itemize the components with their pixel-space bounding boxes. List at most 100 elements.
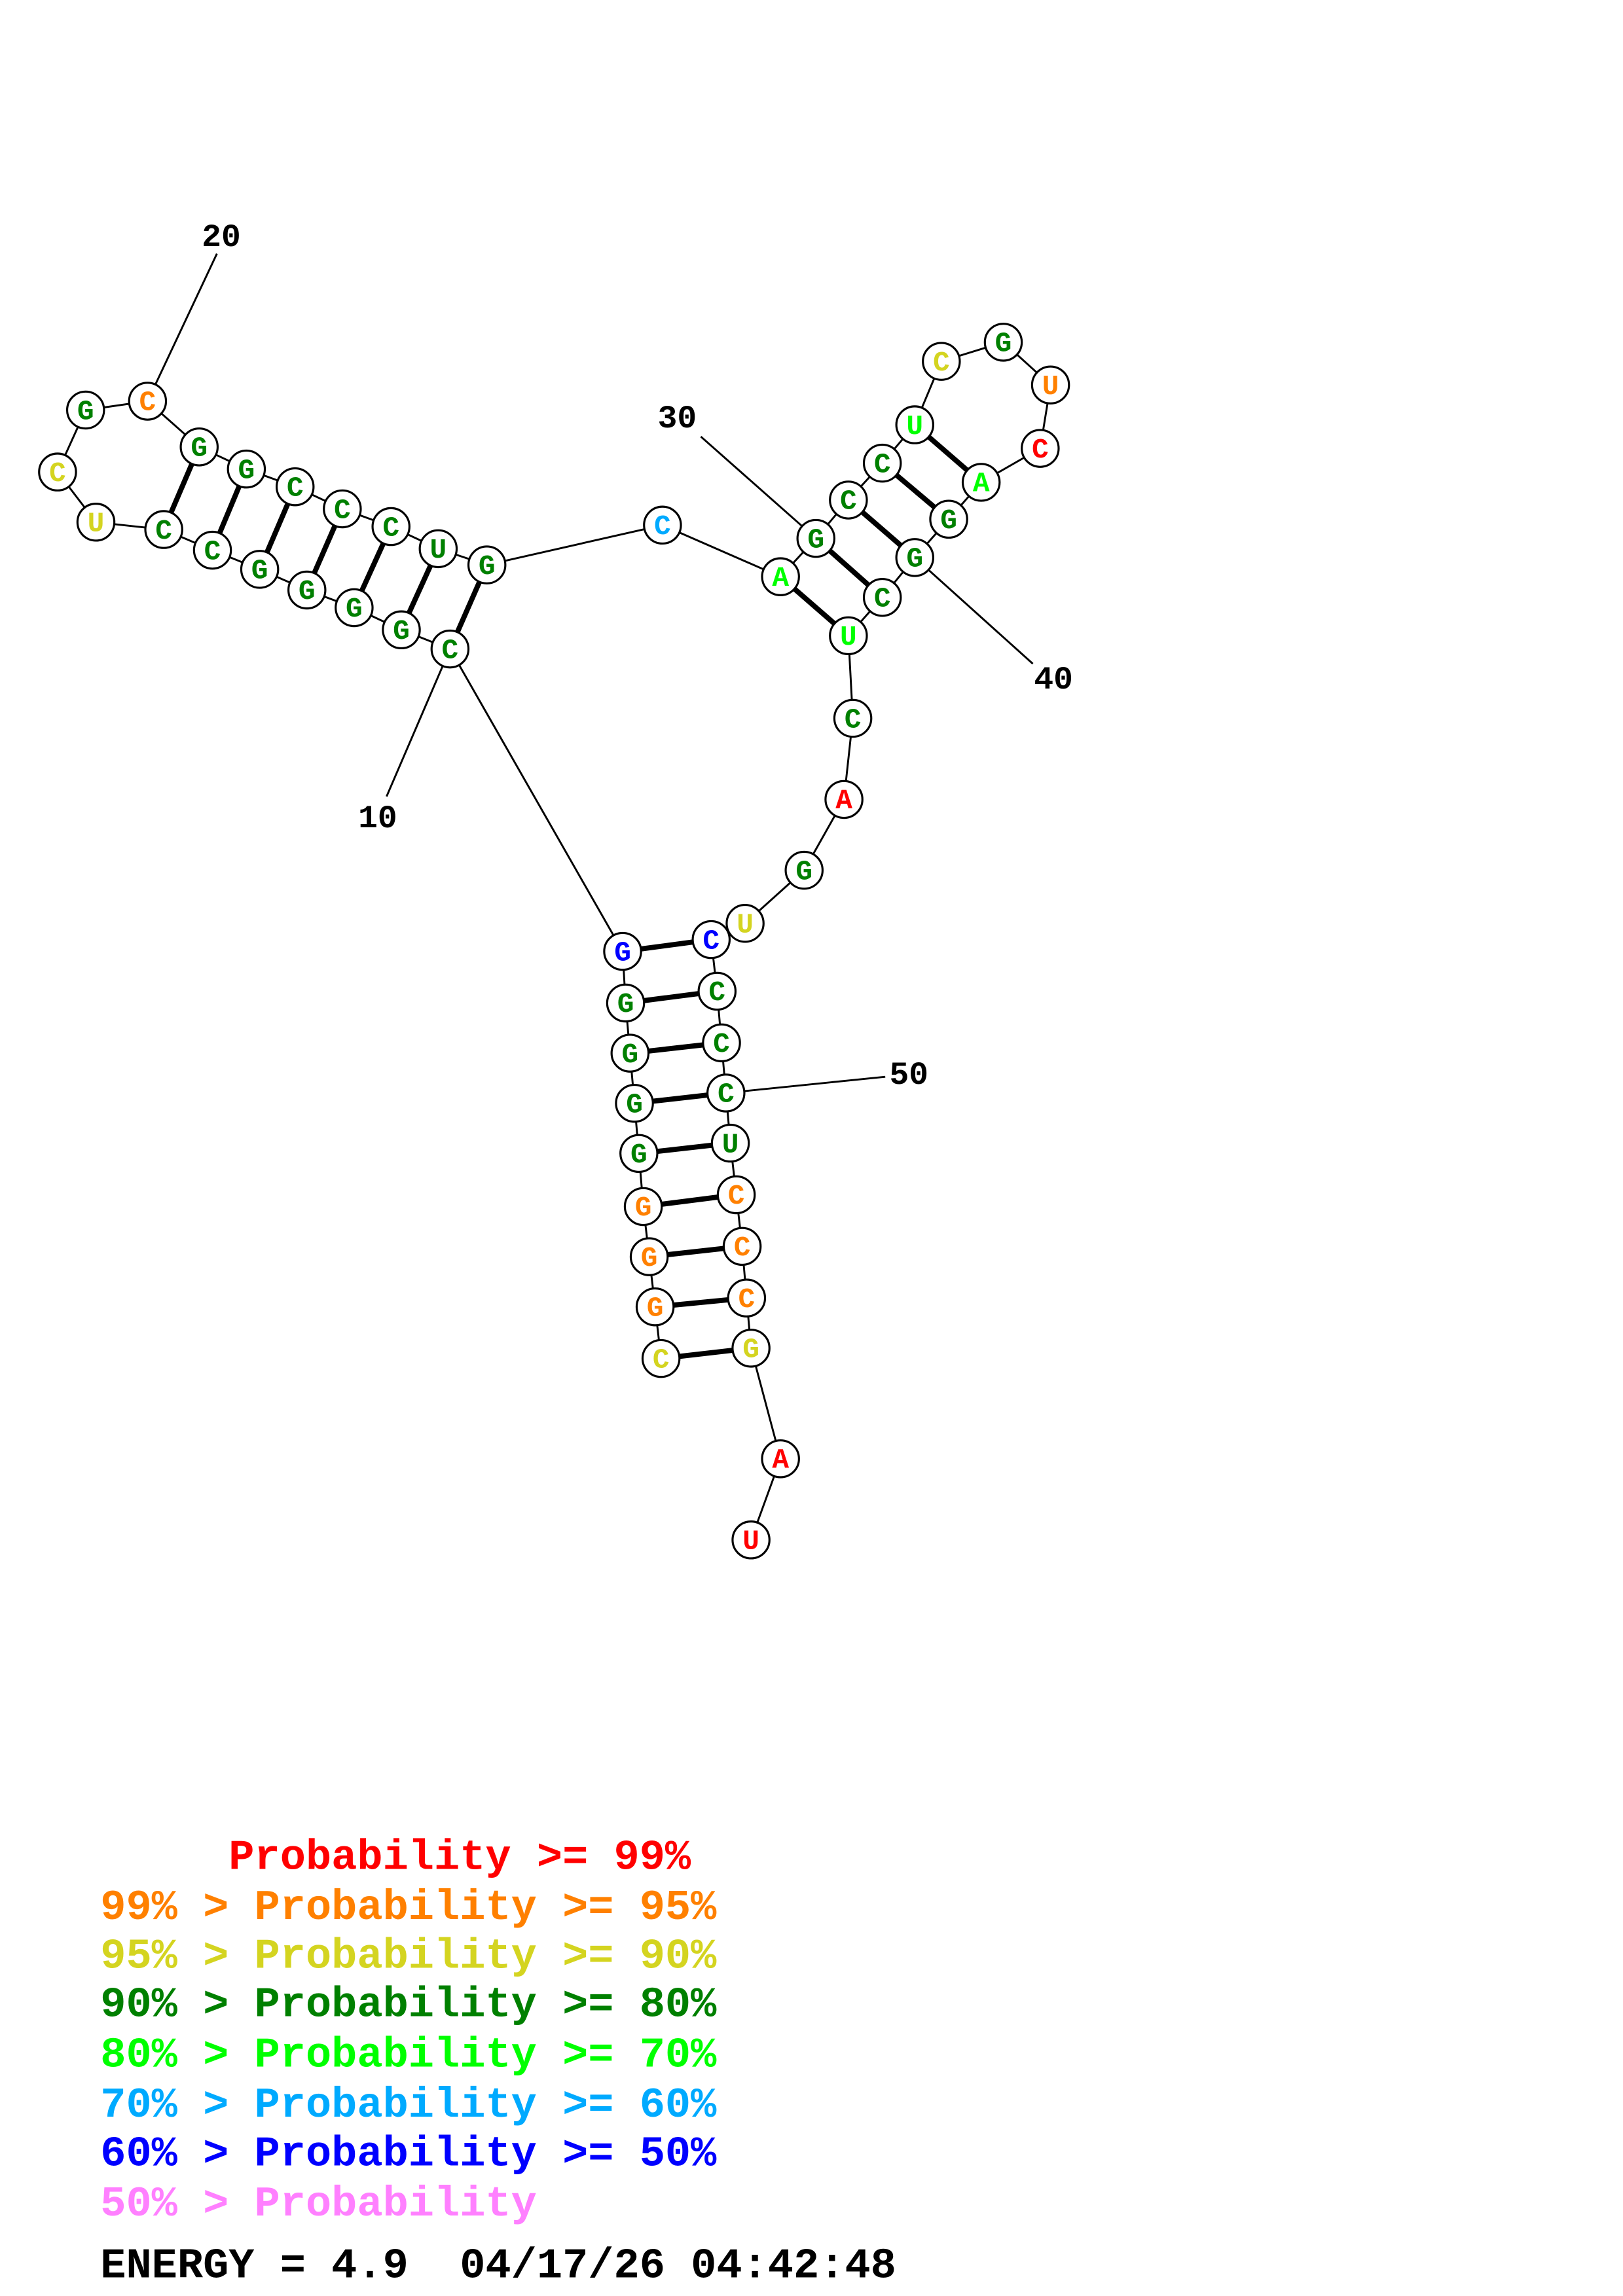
nucleotide-letter: U [722, 1128, 739, 1160]
nucleotide-circle [240, 550, 280, 589]
nucleotide-circle [761, 1439, 800, 1479]
nucleotide-circle [635, 1287, 675, 1327]
nucleotide: G [240, 550, 280, 589]
nucleotide: C [643, 505, 682, 545]
nucleotide-letter: G [647, 1292, 664, 1324]
nucleotide-letter: G [251, 555, 268, 587]
nucleotide-letter: U [906, 410, 923, 442]
nucleotide: C [38, 452, 77, 492]
nucleotide-circle [895, 405, 935, 444]
nucleotide-letter: A [973, 468, 990, 500]
nucleotide-circle [961, 463, 1001, 502]
nucleotide-letter: C [718, 1079, 735, 1111]
nucleotide-circle [128, 382, 168, 421]
nucleotide-circle [287, 570, 327, 610]
backbone-segment [486, 524, 663, 566]
nucleotide: G [731, 1329, 771, 1368]
nucleotide-letter: C [1032, 434, 1049, 466]
nucleotide: G [983, 323, 1023, 362]
nucleotide-circle [623, 1187, 663, 1227]
nucleotide: G [895, 538, 935, 577]
nucleotide-circle [706, 1073, 746, 1113]
nucleotide: U [895, 405, 935, 444]
nucleotide: C [727, 1278, 767, 1318]
position-tick-line [725, 1075, 886, 1094]
nucleotide: G [610, 1033, 650, 1073]
nucleotide-circle [824, 780, 864, 819]
nucleotide-letter: G [626, 1088, 643, 1121]
legend-line-0: Probability >= 99% [100, 1833, 691, 1882]
nucleotide: C [192, 530, 232, 570]
legend-line-4: 80% > Probability >= 70% [100, 2031, 717, 2079]
nucleotide-letter: C [334, 494, 351, 526]
nucleotide-circle [606, 983, 646, 1023]
legend-line-1: 99% > Probability >= 95% [100, 1884, 717, 1932]
nucleotide: U [76, 503, 116, 542]
nucleotide: C [702, 1023, 741, 1063]
nucleotide-circle [731, 1520, 771, 1560]
nucleotide: C [371, 507, 410, 547]
nucleotide-circle [929, 499, 968, 539]
backbone [56, 341, 1052, 1541]
nucleotide-letter: G [940, 505, 957, 537]
nucleotide-circle [192, 530, 232, 570]
nucleotide: G [179, 427, 219, 467]
nucleotide-letter: C [933, 347, 950, 379]
nucleotide-circle [179, 427, 219, 467]
nucleotide-circle [727, 1278, 767, 1318]
nucleotide: G [467, 545, 507, 584]
nucleotide-letter: C [734, 1232, 751, 1264]
position-label: 40 [1034, 662, 1073, 698]
nucleotide-letter: C [653, 1344, 670, 1376]
nucleotide-letter: C [713, 1028, 730, 1060]
nucleotide: G [796, 518, 836, 558]
nucleotide-letter: G [906, 543, 923, 575]
nucleotide-letter: C [204, 535, 221, 567]
base-pairs [161, 423, 983, 1361]
nucleotide: G [929, 499, 968, 539]
energy-timestamp: ENERGY = 4.9 04/17/26 04:42:48 [100, 2242, 896, 2291]
nucleotide: G [629, 1237, 669, 1276]
nucleotide-circle [710, 1123, 750, 1163]
nucleotide-letter: G [479, 550, 496, 583]
nucleotide-letter: C [287, 472, 304, 504]
legend-line-2: 95% > Probability >= 90% [100, 1932, 717, 1981]
nucleotide: C [829, 480, 868, 520]
nucleotide-letter: G [614, 937, 631, 969]
nucleotide-letter: G [617, 988, 634, 1020]
nucleotide-letter: C [654, 511, 671, 543]
nucleotide-letter: G [621, 1039, 638, 1071]
nucleotide: U [418, 529, 458, 569]
nucleotide-letter: A [772, 562, 789, 594]
nucleotide: C [128, 382, 168, 421]
nucleotide: G [227, 449, 266, 489]
legend-line-5: 70% > Probability >= 60% [100, 2081, 717, 2130]
nucleotide: C [691, 920, 731, 960]
nucleotide-circle [65, 390, 105, 430]
nucleotide-letter: C [845, 704, 862, 736]
nucleotide-circle [862, 577, 902, 617]
nucleotide-letter: U [88, 508, 105, 540]
nucleotide-circle [227, 449, 266, 489]
nucleotide: U [1030, 365, 1070, 404]
nucleotide: G [619, 1134, 659, 1174]
nucleotide-circle [829, 616, 868, 656]
nucleotide-circle [641, 1338, 681, 1378]
position-label: 30 [658, 401, 697, 437]
nucleotide-circle [796, 518, 836, 558]
legend-line-3: 90% > Probability >= 80% [100, 1981, 717, 2030]
nucleotide: C [862, 443, 902, 483]
nucleotide: G [623, 1187, 663, 1227]
position-label: 10 [358, 800, 397, 837]
nucleotide-letter: C [442, 634, 459, 666]
position-tick-line [914, 556, 1034, 665]
nucleotide-circle [862, 443, 902, 483]
nucleotide-circle [629, 1237, 669, 1276]
nucleotide-letter: U [840, 621, 857, 653]
probability-legend: Probability >= 99% 99% > Probability >= … [100, 1833, 896, 2290]
nucleotide-letter: C [49, 457, 66, 490]
nucleotide: G [335, 588, 374, 628]
nucleotide-circle [895, 538, 935, 577]
